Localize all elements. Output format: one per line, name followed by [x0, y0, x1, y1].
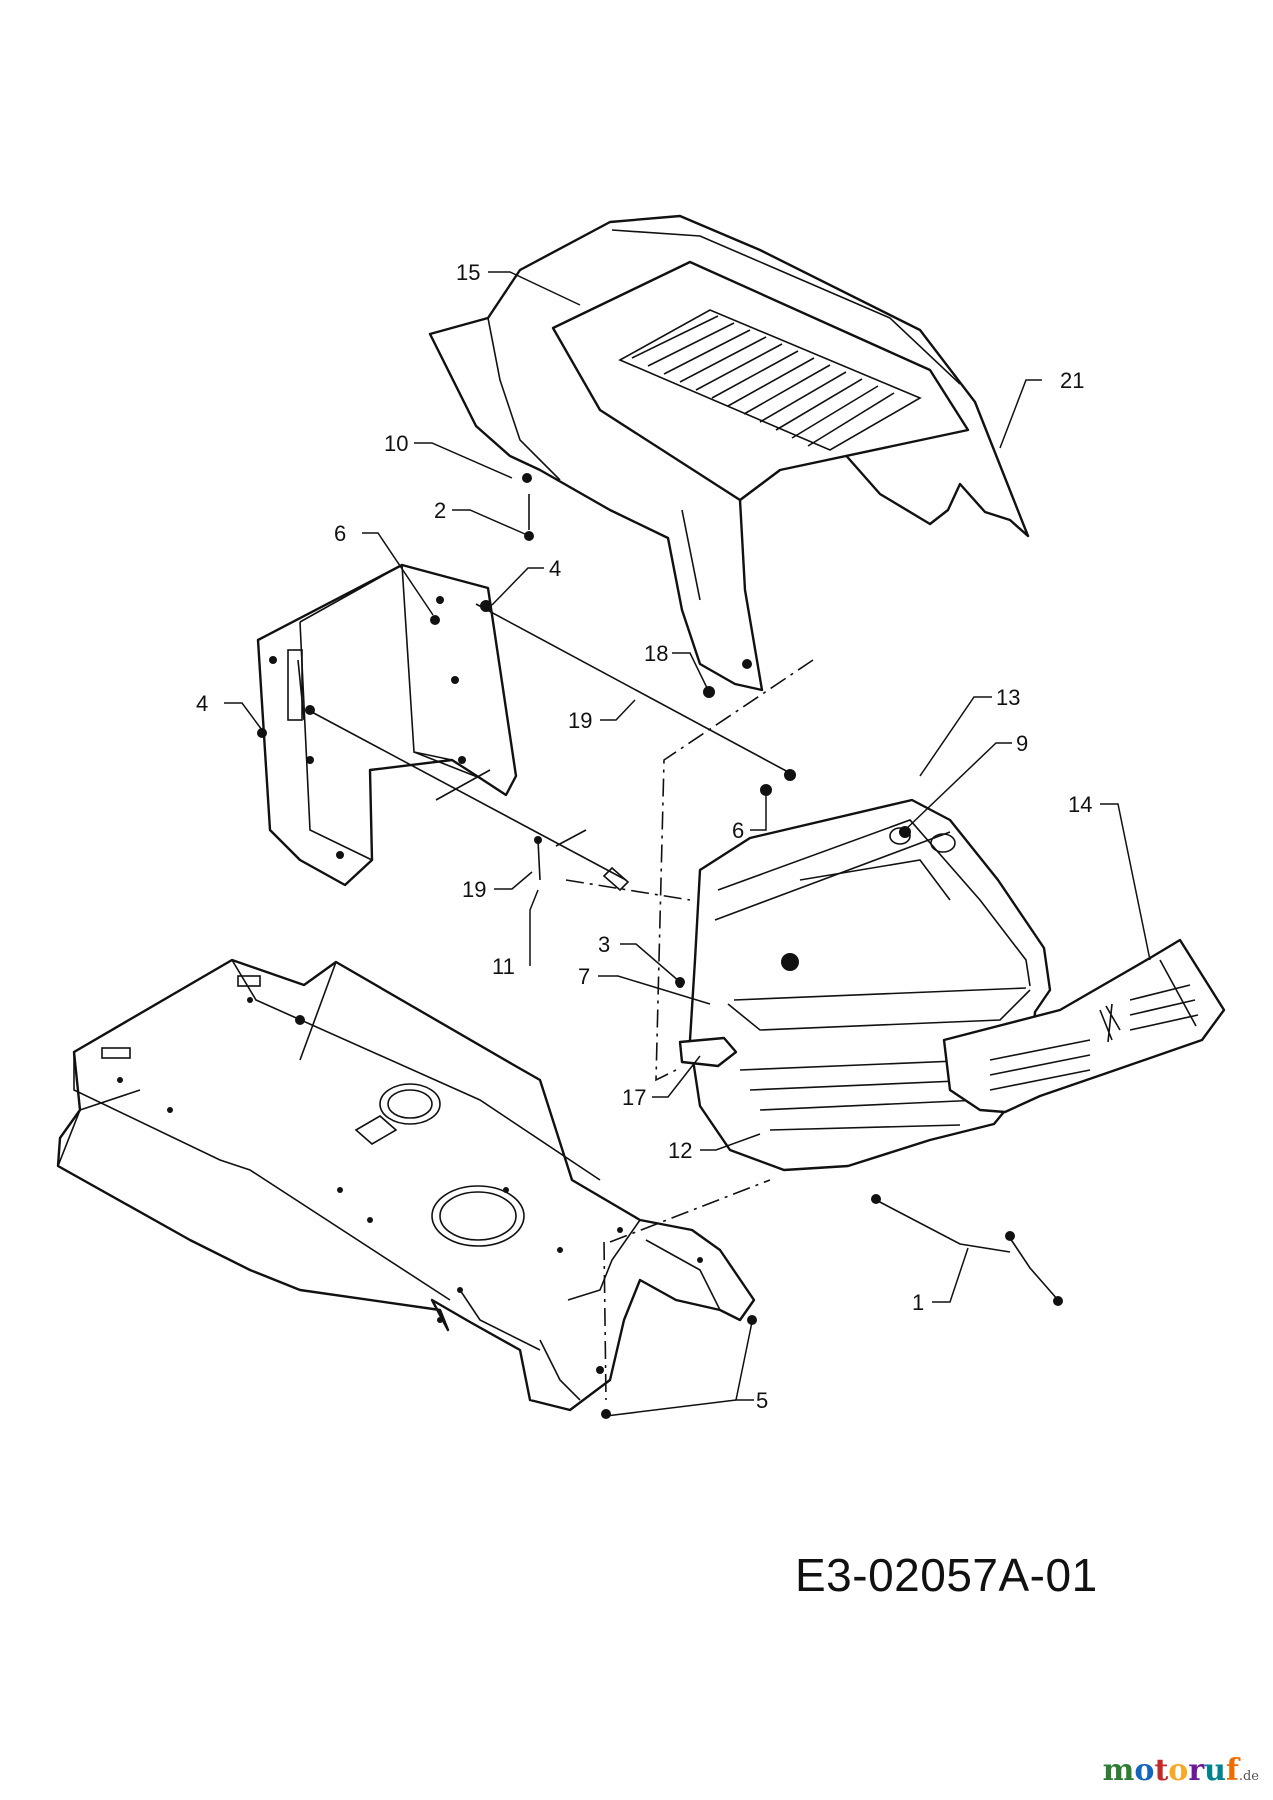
callout-11: 11: [492, 954, 515, 979]
callout-6: 6: [334, 521, 346, 546]
callout-15: 15: [456, 260, 480, 285]
chassis-frame-part: [56, 958, 757, 1419]
bumper-part: [942, 938, 1226, 1114]
rod-upper: [475, 600, 796, 781]
callout-labels: 15 21 10 2 6 4 4 18 19 13 9 6 14 19 11 3…: [196, 260, 1092, 1413]
callout-19: 19: [568, 708, 592, 733]
watermark-letter: u: [1204, 1753, 1226, 1788]
callout-10: 10: [384, 431, 408, 456]
callout-13: 13: [996, 685, 1020, 710]
front-housing-part: [676, 798, 1052, 1172]
callout-18: 18: [644, 641, 668, 666]
hood-part: [428, 214, 1030, 692]
watermark-suffix: .de: [1238, 1769, 1259, 1784]
wire-harness-part: [871, 1194, 1063, 1306]
callout-9: 9: [1016, 731, 1028, 756]
callout-5: 5: [756, 1388, 768, 1413]
callout-leaders: [224, 271, 1151, 1417]
callout-3: 3: [598, 932, 610, 957]
watermark-letter: t: [1154, 1753, 1169, 1788]
callout-21: 21: [1060, 368, 1084, 393]
callout-14: 14: [1068, 792, 1092, 817]
callout-4: 4: [196, 691, 208, 716]
drawing-code: E3-02057A-01: [795, 1549, 1098, 1601]
callout-6: 6: [732, 818, 744, 843]
callout-19: 19: [462, 877, 486, 902]
rod-lower: [305, 705, 630, 892]
callout-2: 2: [434, 498, 446, 523]
callout-12: 12: [668, 1138, 692, 1163]
assembly-lines: [565, 659, 814, 1401]
callout-7: 7: [578, 964, 590, 989]
hood-grille: [631, 315, 895, 447]
callout-17: 17: [622, 1085, 646, 1110]
watermark-logo: motoruf.de: [1103, 1753, 1259, 1788]
watermark-letter: m: [1102, 1753, 1135, 1788]
watermark-letter: o: [1168, 1753, 1189, 1788]
watermark-letter: o: [1134, 1753, 1155, 1788]
watermark-letter: f: [1225, 1753, 1239, 1788]
callout-1: 1: [912, 1290, 924, 1315]
callout-4: 4: [549, 556, 561, 581]
dash-panel-part: [256, 563, 518, 887]
watermark-letter: r: [1188, 1753, 1205, 1788]
